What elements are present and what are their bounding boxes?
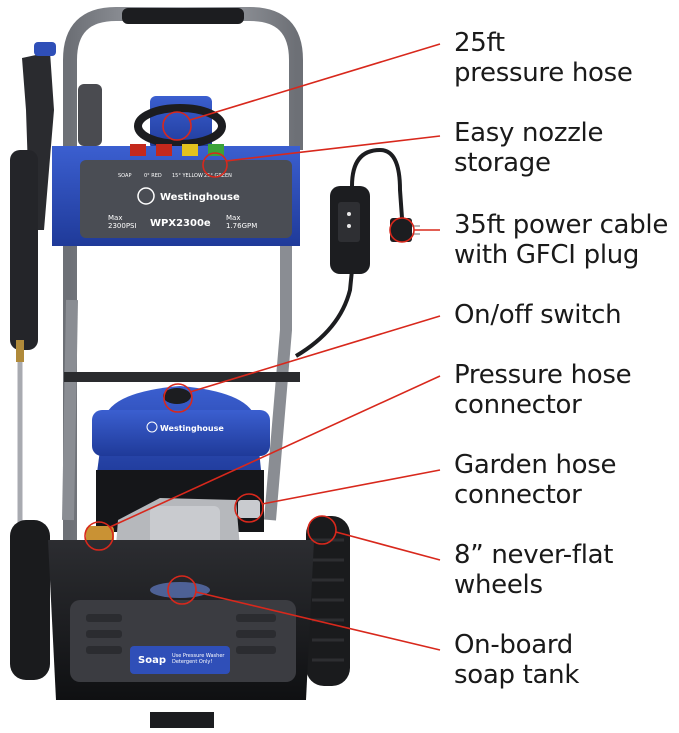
control-panel: SOAP 0° RED 15° YELLOW 25° GREEN Westing… bbox=[52, 84, 300, 246]
nozzle-tag-1: SOAP bbox=[118, 173, 131, 179]
brand-logo-icon bbox=[137, 187, 155, 205]
marker-soap-tank bbox=[167, 575, 197, 605]
callout-switch: On/off switch bbox=[454, 300, 622, 330]
leader-pressure-hose bbox=[189, 43, 441, 121]
power-switch bbox=[163, 388, 191, 404]
leader-wheels bbox=[335, 531, 441, 561]
marker-wheels bbox=[307, 515, 337, 545]
callout-wheels: 8” never-flat wheels bbox=[454, 540, 614, 600]
soap-label: Soap bbox=[138, 655, 166, 666]
leader-garden-connector bbox=[261, 469, 441, 505]
callout-soap-tank: On-board soap tank bbox=[454, 630, 580, 690]
nozzle-tag-3: 15° YELLOW bbox=[172, 173, 203, 179]
marker-nozzle-storage bbox=[202, 152, 228, 178]
callout-nozzle-storage: Easy nozzle storage bbox=[454, 118, 604, 178]
marker-pressure-connector bbox=[84, 521, 114, 551]
callout-power-cable: 35ft power cable with GFCI plug bbox=[454, 210, 669, 270]
marker-pressure-hose bbox=[162, 111, 192, 141]
wheels bbox=[10, 516, 350, 686]
motor-brand: Westinghouse bbox=[160, 424, 224, 433]
handle-grip bbox=[122, 8, 244, 24]
motor-logo-icon bbox=[146, 421, 158, 433]
power-cord bbox=[294, 147, 420, 358]
leader-soap-tank bbox=[195, 591, 441, 651]
callout-pressure-hose: 25ft pressure hose bbox=[454, 28, 633, 88]
panel-brand: Westinghouse bbox=[160, 192, 240, 203]
callout-markers bbox=[84, 43, 441, 651]
leader-pressure-connector bbox=[109, 375, 441, 528]
callout-pressure-connector: Pressure hose connector bbox=[454, 360, 632, 420]
marker-garden-connector bbox=[234, 493, 264, 523]
marker-switch bbox=[163, 383, 193, 413]
callout-garden-connector: Garden hose connector bbox=[454, 450, 617, 510]
leader-switch bbox=[189, 315, 441, 393]
nozzle-tag-2: 0° RED bbox=[144, 173, 162, 179]
leader-nozzle-storage bbox=[225, 135, 441, 162]
model-label: WPX2300e bbox=[150, 218, 211, 229]
